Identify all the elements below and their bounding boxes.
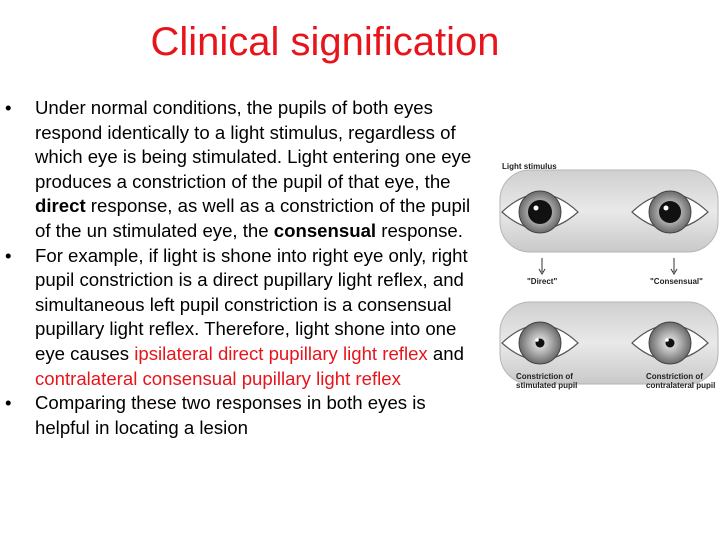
figure-label-consensual: "Consensual" — [650, 277, 703, 286]
bullet-text: and — [427, 342, 464, 364]
bullet-text: response. — [376, 219, 463, 241]
pupil-dilated — [659, 201, 681, 223]
figure-caption-left-line2: stimulated pupil — [516, 381, 578, 390]
bold-term-direct: direct — [35, 195, 86, 217]
bullet-text: response, as well as a constriction of t… — [35, 195, 471, 241]
bullet-item-2: • For example, if light is shone into ri… — [0, 244, 480, 392]
figure-caption-left-line1: Constriction of — [516, 372, 573, 381]
bullet-marker: • — [5, 244, 12, 266]
face-band-bottom — [499, 301, 719, 385]
pupil-dilated — [528, 200, 552, 224]
bold-term-consensual: consensual — [273, 219, 377, 241]
eye-icon — [501, 190, 579, 234]
eye-icon — [631, 321, 709, 365]
figure-label-direct: "Direct" — [527, 277, 558, 286]
bullet-item-3: • Comparing these two responses in both … — [0, 391, 480, 440]
eye-icon — [631, 190, 709, 234]
eye-icon — [501, 321, 579, 365]
figure-label-light-stimulus: Light stimulus — [502, 162, 557, 171]
bullet-marker: • — [5, 97, 12, 118]
arrow-down-icon — [670, 258, 678, 275]
bullet-text: For example, if light is shone into righ… — [35, 244, 468, 364]
bullet-text: Comparing these two responses in both ey… — [35, 392, 426, 438]
bullet-text: Under normal conditions, the pupils of b… — [35, 97, 472, 192]
highlight-ipsilateral: ipsilateral direct pupillary light refle… — [134, 342, 428, 364]
pupillary-reflex-figure: Light stimulus "Direct" "Consensual" Con… — [480, 150, 720, 400]
eyes-illustration — [499, 169, 719, 385]
figure-caption-right-line2: contralateral pupil — [646, 381, 716, 390]
highlight-contralateral: contralateral consensual pupillary light… — [35, 367, 401, 389]
bullet-marker: • — [5, 392, 12, 414]
figure-caption-right-line1: Constriction of — [646, 372, 703, 381]
arrow-down-icon — [538, 258, 546, 275]
bullet-item-1: • Under normal conditions, the pupils of… — [0, 96, 480, 244]
slide-title: Clinical signification — [150, 20, 500, 64]
bullet-list: • Under normal conditions, the pupils of… — [0, 96, 480, 440]
